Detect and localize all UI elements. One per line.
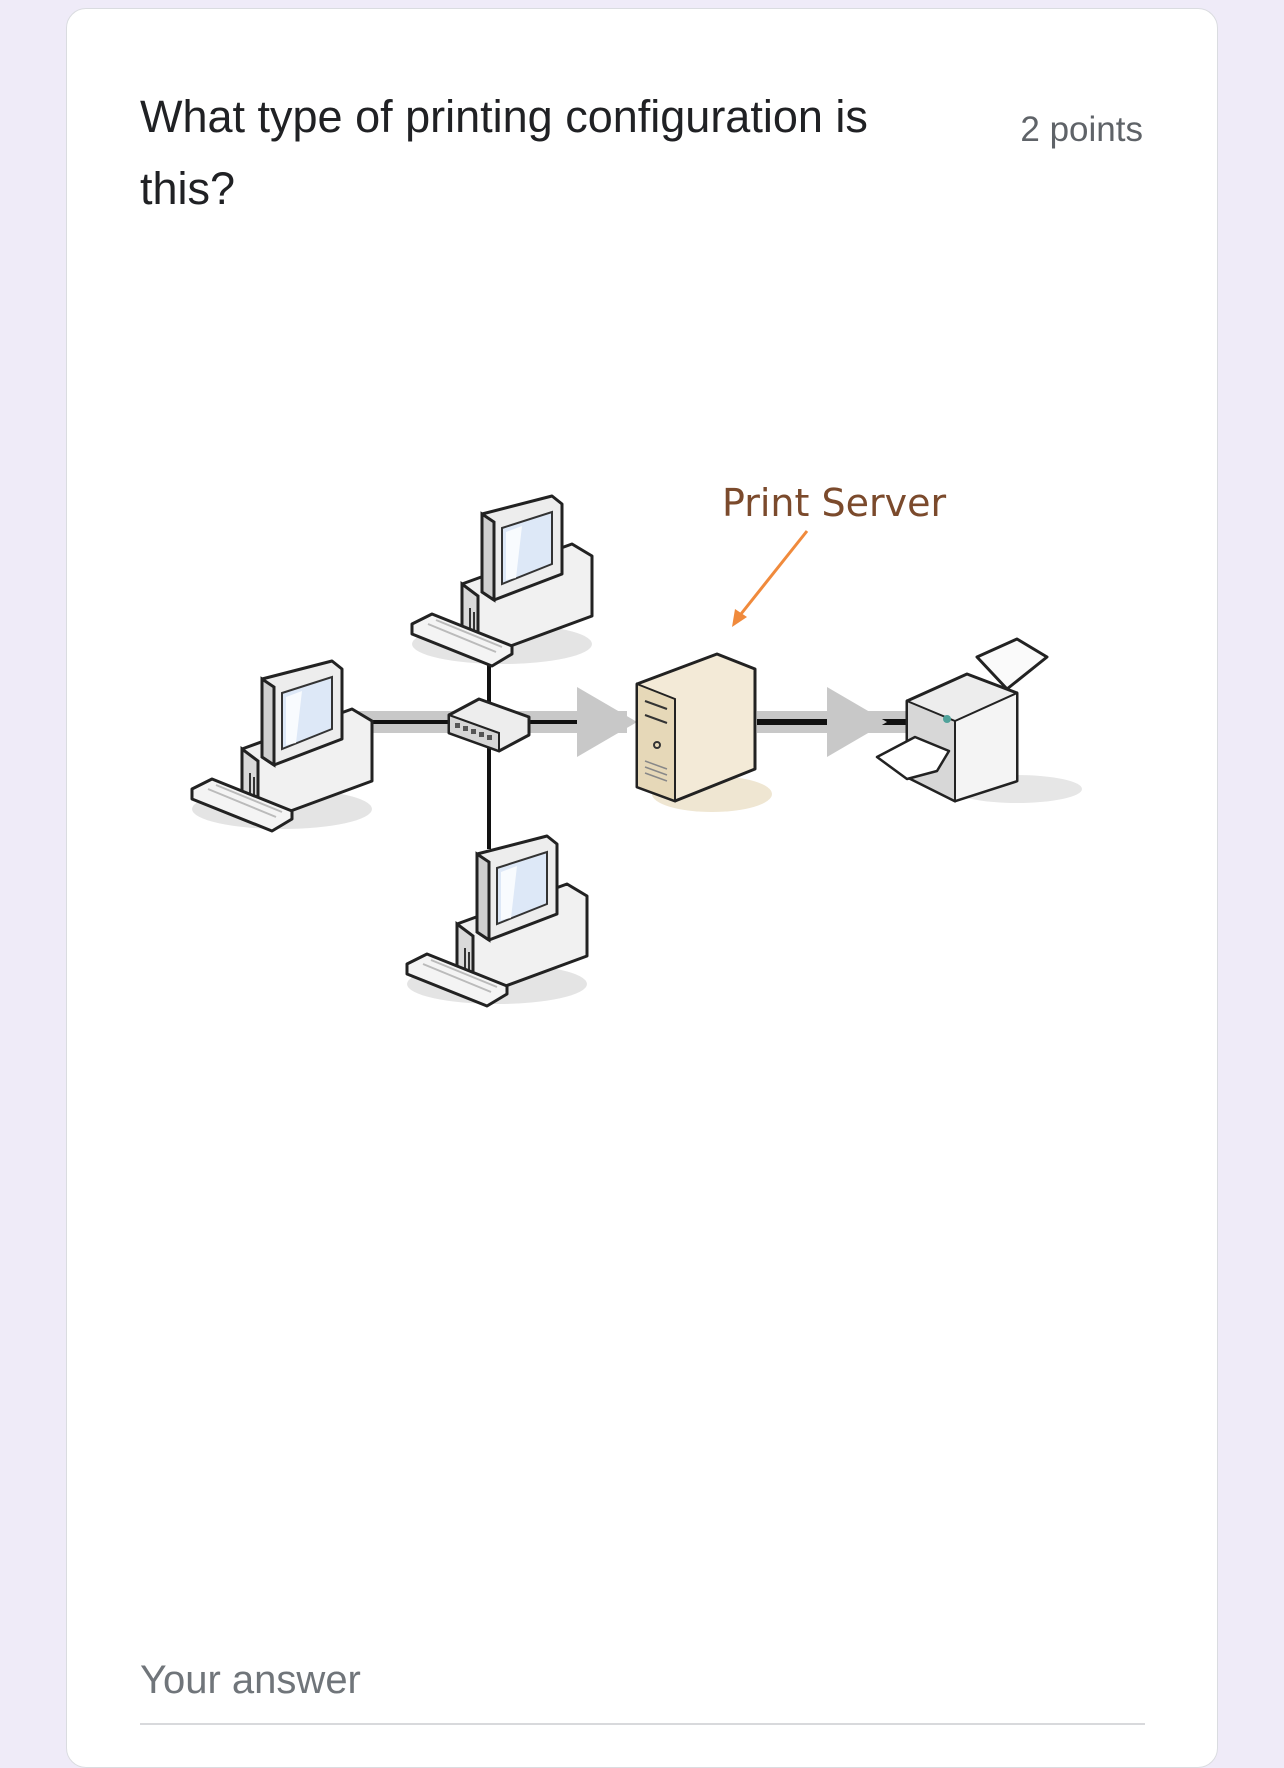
network-switch-icon <box>447 697 531 753</box>
question-title: What type of printing configuration is t… <box>140 91 868 214</box>
pointer-arrow <box>732 530 809 627</box>
question-header: What type of printing configuration is t… <box>140 81 1143 225</box>
points-badge: 2 points <box>1020 110 1143 149</box>
print-server-label: Print Server <box>722 481 946 525</box>
desktop-computer-icon <box>190 659 374 833</box>
desktop-computer-icon <box>410 494 594 668</box>
question-card: What type of printing configuration is t… <box>66 8 1218 1768</box>
answer-underline <box>140 1723 1145 1725</box>
network-diagram: Print Server <box>137 479 1137 1119</box>
server-tower-icon <box>635 652 772 812</box>
answer-input[interactable]: Your answer <box>140 1658 361 1702</box>
printer-icon <box>875 637 1082 803</box>
desktop-computer-icon <box>405 834 589 1008</box>
